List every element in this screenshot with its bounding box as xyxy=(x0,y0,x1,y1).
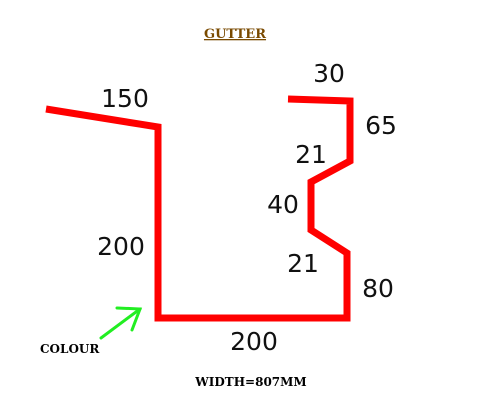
dim-top-right-flange: 30 xyxy=(313,59,345,88)
dim-top-left-flange: 150 xyxy=(101,84,149,113)
dim-right-lower: 80 xyxy=(362,274,394,303)
dim-base: 200 xyxy=(230,327,278,356)
diagram-title: GUTTER xyxy=(204,27,266,42)
width-label: WIDTH=807MM xyxy=(194,375,306,389)
gutter-profile xyxy=(45,95,354,322)
colour-arrow-icon xyxy=(99,306,143,340)
dim-right-slant-upper: 21 xyxy=(295,140,327,169)
dim-right-upper: 65 xyxy=(365,111,397,140)
dim-right-slant-lower: 21 xyxy=(287,249,319,278)
dim-right-middle: 40 xyxy=(267,190,299,219)
colour-label: COLOUR xyxy=(40,342,100,356)
dim-left-wall: 200 xyxy=(97,232,145,261)
